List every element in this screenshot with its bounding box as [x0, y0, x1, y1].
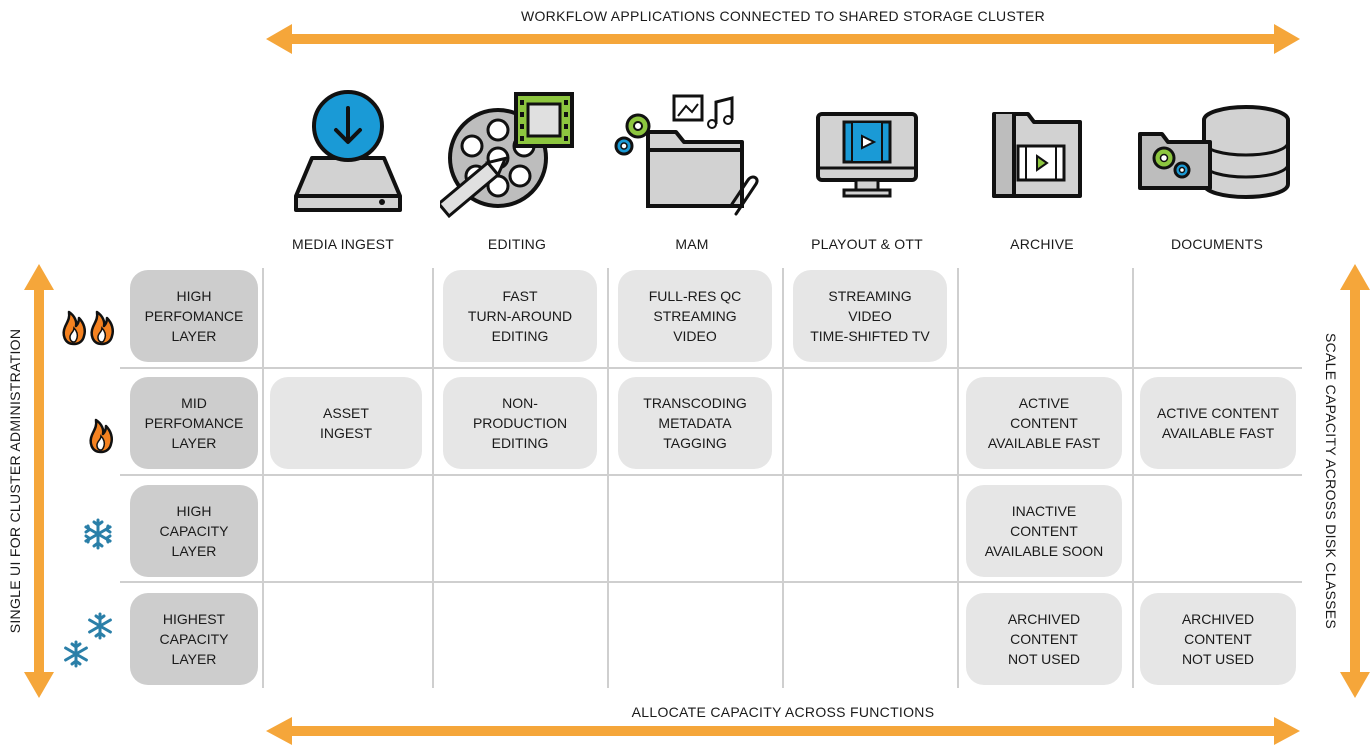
cell-mid-performance-documents: ACTIVE CONTENT AVAILABLE FAST [1140, 377, 1296, 469]
grid-line-horizontal [120, 474, 1302, 476]
cell-mid-performance-media-ingest: ASSET INGEST [270, 377, 422, 469]
cell-text: ARCHIVED CONTENT NOT USED [1007, 611, 1081, 667]
column-header-archive: ARCHIVE [1010, 236, 1074, 252]
cell-text: ACTIVE CONTENT AVAILABLE FAST [1156, 405, 1280, 441]
column-header-playout-ott: PLAYOUT & OTT [811, 236, 923, 252]
archive-folder-icon [992, 112, 1082, 198]
grid-line-horizontal [120, 581, 1302, 583]
cell-text: FULL-RES QC STREAMING VIDEO [648, 288, 742, 344]
cell-high-performance-playout: STREAMING VIDEO TIME-SHIFTED TV [793, 270, 947, 362]
cell-mid-performance-archive: ACTIVE CONTENT AVAILABLE FAST [966, 377, 1122, 469]
layer-high-capacity: HIGH CAPACITY LAYER [130, 485, 258, 577]
layer-label: HIGHEST CAPACITY LAYER [159, 611, 229, 667]
top-arrow-label: WORKFLOW APPLICATIONS CONNECTED TO SHARE… [520, 8, 1046, 24]
monitor-video-icon [816, 112, 918, 198]
cell-text: TRANSCODING METADATA TAGGING [643, 395, 747, 451]
right-arrow-label: SCALE CAPACITY ACROSS DISK CLASSES [1323, 332, 1339, 630]
snowflake-icon [84, 518, 112, 550]
cell-high-capacity-archive: INACTIVE CONTENT AVAILABLE SOON [966, 485, 1122, 577]
cell-high-performance-mam: FULL-RES QC STREAMING VIDEO [618, 270, 772, 362]
top-arrow [266, 24, 1300, 54]
cell-high-performance-editing: FAST TURN-AROUND EDITING [443, 270, 597, 362]
left-arrow [24, 264, 54, 698]
layer-label: HIGH CAPACITY LAYER [159, 503, 229, 559]
grid-line-vertical [957, 268, 959, 688]
column-header-mam: MAM [675, 236, 709, 252]
layer-mid-performance: MID PERFOMANCE LAYER [130, 377, 258, 469]
double-flame-icon [62, 310, 115, 346]
grid-line-vertical [607, 268, 609, 688]
cell-text: ARCHIVED CONTENT NOT USED [1181, 611, 1255, 667]
cell-text: INACTIVE CONTENT AVAILABLE SOON [984, 503, 1104, 559]
cell-text: ACTIVE CONTENT AVAILABLE FAST [987, 395, 1101, 451]
cell-mid-performance-mam: TRANSCODING METADATA TAGGING [618, 377, 772, 469]
right-arrow [1340, 264, 1370, 698]
grid-line-vertical [432, 268, 434, 688]
column-header-documents: DOCUMENTS [1170, 236, 1264, 252]
grid-line-vertical [782, 268, 784, 688]
flame-icon [89, 418, 114, 454]
layer-label: HIGH PERFOMANCE LAYER [144, 288, 244, 344]
asset-folder-icon [614, 94, 759, 216]
cell-mid-performance-editing: NON- PRODUCTION EDITING [443, 377, 597, 469]
grid-line-vertical [262, 268, 264, 688]
documents-database-icon [1138, 105, 1290, 200]
bottom-arrow [266, 717, 1300, 745]
column-header-media-ingest: MEDIA INGEST [292, 236, 394, 252]
media-ingest-drive-icon [294, 90, 402, 212]
grid-line-horizontal [120, 367, 1302, 369]
cell-text: NON- PRODUCTION EDITING [472, 395, 568, 451]
layer-high-performance: HIGH PERFOMANCE LAYER [130, 270, 258, 362]
layer-highest-capacity: HIGHEST CAPACITY LAYER [130, 593, 258, 685]
double-snowflake-icon [64, 612, 112, 668]
column-header-editing: EDITING [487, 236, 547, 252]
film-reel-editing-icon [440, 92, 574, 218]
cell-text: ASSET INGEST [319, 405, 373, 441]
cell-highest-capacity-documents: ARCHIVED CONTENT NOT USED [1140, 593, 1296, 685]
cell-highest-capacity-archive: ARCHIVED CONTENT NOT USED [966, 593, 1122, 685]
cell-text: FAST TURN-AROUND EDITING [467, 288, 573, 344]
left-arrow-label: SINGLE UI FOR CLUSTER ADMINISTRATION [7, 328, 23, 634]
grid-line-vertical [1132, 268, 1134, 688]
bottom-arrow-label: ALLOCATE CAPACITY ACROSS FUNCTIONS [631, 704, 935, 720]
cell-text: STREAMING VIDEO TIME-SHIFTED TV [810, 288, 930, 344]
layer-label: MID PERFOMANCE LAYER [144, 395, 244, 451]
